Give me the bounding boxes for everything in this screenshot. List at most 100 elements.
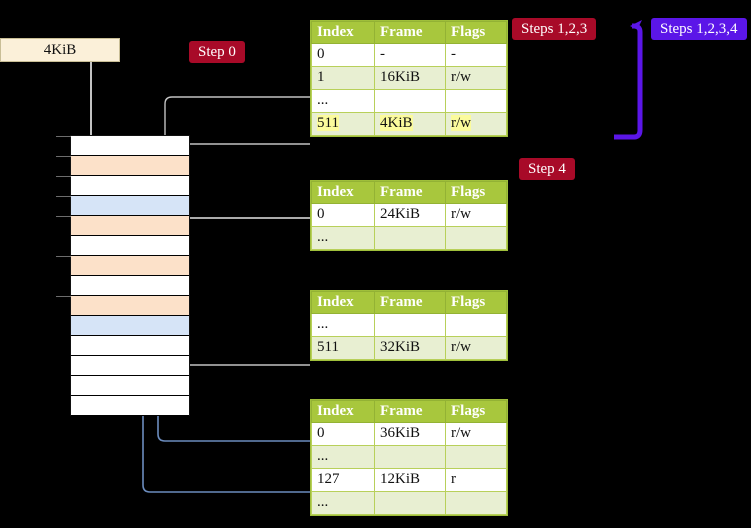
memory-frame-row: [71, 316, 189, 336]
table-cell: r/w: [445, 66, 507, 90]
column-header-index: Index: [311, 21, 375, 44]
memory-row-tick: [56, 256, 71, 257]
table-row[interactable]: 511 4KiB r/w: [311, 112, 507, 136]
wire-pd-down: [170, 283, 310, 366]
table-row[interactable]: ...: [311, 445, 507, 469]
memory-frame-row: [71, 196, 189, 216]
wire-pdpt-down: [177, 217, 310, 247]
table-cell: 12KiB: [374, 468, 446, 492]
memory-row-tick: [56, 156, 71, 157]
memory-frame-row: [71, 136, 189, 156]
table-cell: 36KiB: [374, 422, 446, 446]
table-cell: [374, 313, 446, 337]
memory-frame-row: [71, 156, 189, 176]
table-cell: r/w: [445, 336, 507, 360]
memory-row-tick: [56, 296, 71, 297]
table-cell: ...: [311, 89, 375, 113]
memory-row-tick: [56, 176, 71, 177]
column-header-flags: Flags: [445, 21, 507, 44]
badge-steps-123: Steps 1,2,3: [512, 18, 597, 40]
column-header-frame: Frame: [374, 181, 446, 204]
column-header-frame: Frame: [374, 291, 446, 314]
table-cell: 0: [311, 43, 375, 67]
badge-steps-1234: Steps 1,2,3,4: [651, 18, 747, 40]
table-cell: r/w: [445, 203, 507, 227]
table-cell: 24KiB: [374, 203, 446, 227]
table-cell: ...: [311, 445, 375, 469]
highlighted-value: 4KiB: [380, 115, 413, 131]
frame-size-box: 4KiB: [0, 38, 120, 62]
column-header-flags: Flags: [445, 291, 507, 314]
table-row[interactable]: 0--: [311, 43, 507, 67]
table-row[interactable]: ...: [311, 226, 507, 250]
table-cell: [374, 491, 446, 515]
column-header-index: Index: [311, 400, 375, 423]
memory-frame-row: [71, 216, 189, 236]
column-header-flags: Flags: [445, 181, 507, 204]
memory-frame-row: [71, 276, 189, 296]
memory-frame-row: [71, 236, 189, 256]
table-cell: -: [374, 43, 446, 67]
table-cell: ...: [311, 226, 375, 250]
table-cell: 16KiB: [374, 66, 446, 90]
badge-steps-1234-label: Steps 1,2,3,4: [660, 21, 738, 37]
column-header-flags: Flags: [445, 400, 507, 423]
wire-frame-to-pdpt: [169, 144, 310, 219]
table-cell: [445, 226, 507, 250]
table-cell: 0: [311, 203, 375, 227]
table-row[interactable]: ...: [311, 313, 507, 337]
table-cell: ...: [311, 491, 375, 515]
memory-frame-row: [71, 336, 189, 356]
memory-row-tick: [56, 136, 71, 137]
memory-row-tick: [56, 216, 71, 217]
table-cell: 127: [311, 468, 375, 492]
table-cell: [445, 491, 507, 515]
badge-step-4-label: Step 4: [528, 161, 566, 177]
table-cell: 511: [311, 336, 375, 360]
column-header-frame: Frame: [374, 400, 446, 423]
table-cell: [445, 445, 507, 469]
table-cell: ...: [311, 313, 375, 337]
badge-step-0: Step 0: [189, 41, 245, 63]
highlighted-value: r/w: [451, 115, 471, 131]
badge-steps-123-label: Steps 1,2,3: [521, 21, 588, 37]
memory-frame-row: [71, 296, 189, 316]
table-cell: [374, 89, 446, 113]
table-cell: [445, 313, 507, 337]
table-cell: 1: [311, 66, 375, 90]
table-cell: [374, 226, 446, 250]
table-row[interactable]: ...: [311, 491, 507, 515]
table-cell: 4KiB: [374, 112, 446, 136]
column-header-index: Index: [311, 181, 375, 204]
steps-bracket-arrow: [614, 20, 643, 140]
table-cell: 32KiB: [374, 336, 446, 360]
memory-row-tick: [56, 196, 71, 197]
badge-step-4: Step 4: [519, 158, 575, 180]
table-cell: 0: [311, 422, 375, 446]
memory-frame-row: [71, 356, 189, 376]
memory-frame-row: [71, 396, 189, 416]
memory-frame-row: [71, 176, 189, 196]
memory-frame-row: [71, 376, 189, 396]
table-cell: [445, 89, 507, 113]
table-cell: r/w: [445, 112, 507, 136]
table-cell: r: [445, 468, 507, 492]
highlighted-value: 511: [317, 115, 339, 131]
memory-frame-row: [71, 256, 189, 276]
column-header-index: Index: [311, 291, 375, 314]
table-cell: -: [445, 43, 507, 67]
table-row[interactable]: ...: [311, 89, 507, 113]
